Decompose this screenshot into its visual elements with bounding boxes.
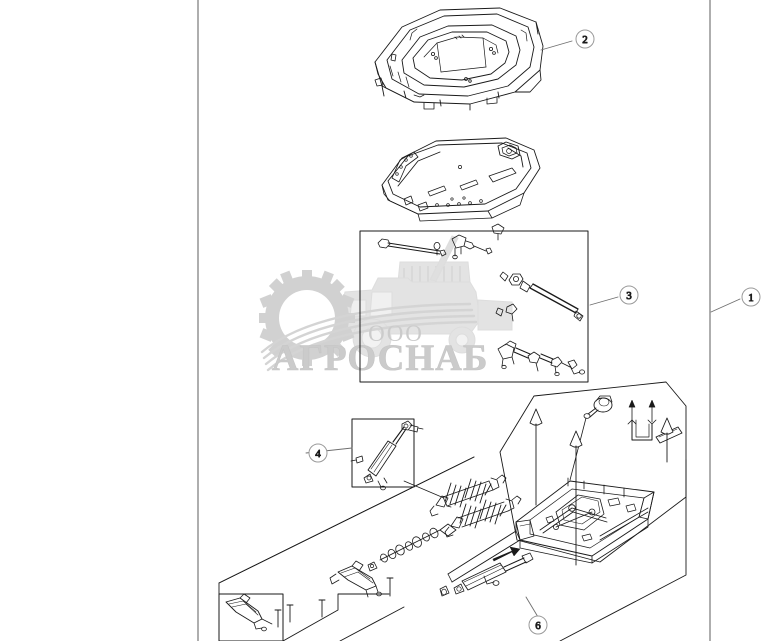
page-border-rules — [197, 0, 711, 641]
bracket-bolt-set — [451, 234, 493, 260]
suspension-base-frame — [447, 477, 655, 583]
seat-base-plate — [381, 137, 541, 222]
guide-posts — [286, 599, 326, 623]
watermark-company: АГРОСНАБ — [272, 338, 489, 379]
assembly-direction-arrows — [529, 408, 674, 566]
ball-pin — [433, 241, 441, 256]
callout-numbers: 2 3 1 4 6 — [315, 34, 754, 633]
main-assembly-outline — [499, 381, 687, 563]
linkage-detail-box — [218, 593, 284, 641]
clevis-small — [495, 303, 518, 322]
tension-springs — [429, 474, 522, 538]
gas-strut — [439, 546, 534, 597]
top-fastener — [491, 223, 505, 241]
link-rod-assembly — [499, 271, 584, 322]
callout-label-6: 6 — [535, 620, 541, 632]
damper-detail-box — [350, 418, 424, 491]
swoosh-lines — [260, 302, 478, 372]
callout-circle-2 — [575, 29, 595, 49]
callout-label-4: 4 — [315, 448, 321, 460]
callout-markers — [308, 29, 761, 635]
subassembly-outline — [218, 456, 687, 641]
pivot-pin-cluster — [497, 340, 586, 377]
hardware-kit-box — [359, 223, 589, 383]
callout-label-3: 3 — [626, 290, 632, 302]
u-bracket-and-plate — [627, 399, 683, 444]
callout-circle-1 — [741, 287, 761, 307]
pivot-rod-long — [377, 238, 447, 257]
callout-label-2: 2 — [582, 34, 588, 46]
adjustment-knob — [569, 395, 613, 481]
callout-circle-6 — [528, 615, 548, 635]
callout-leaders — [305, 40, 741, 618]
callout-circle-3 — [619, 285, 639, 305]
bushing-stack — [367, 523, 457, 572]
lower-linkage-bracket — [329, 560, 394, 598]
seat-cushion-frame — [374, 7, 544, 111]
callout-label-1: 1 — [748, 292, 754, 304]
callout-circle-4 — [308, 443, 328, 463]
watermark-ooo: ООО — [368, 321, 424, 346]
